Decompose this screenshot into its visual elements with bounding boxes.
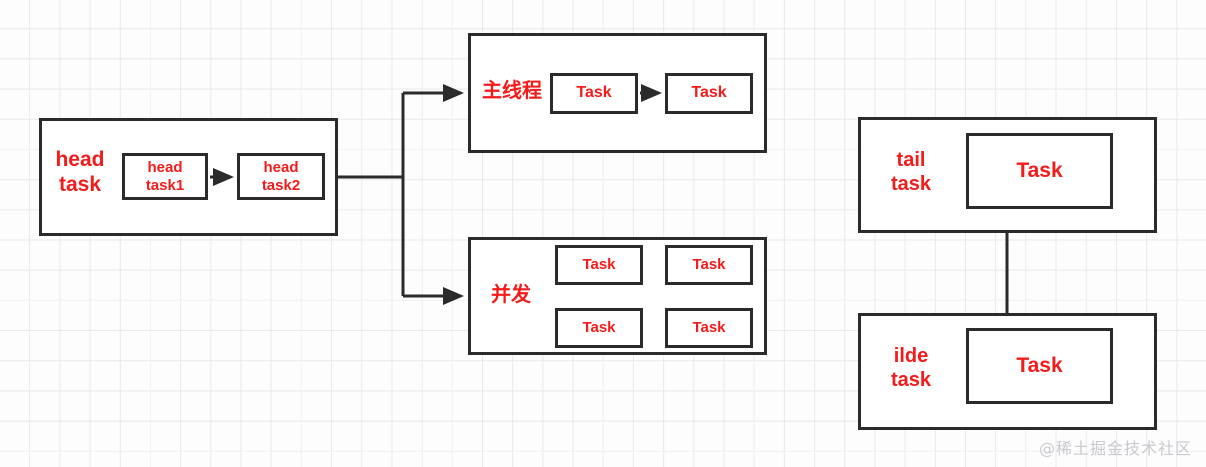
concurrency-label: 并发 [491, 284, 531, 306]
main-thread-label: 主线程 [482, 80, 542, 102]
concurrency-task-3-box[interactable]: Task [555, 308, 643, 348]
main-thread-task-2-label: Task [691, 84, 727, 102]
head-task1-box[interactable]: head task1 [122, 153, 208, 200]
concurrency-task-4-label: Task [692, 319, 726, 337]
head-task-group-label: head task [55, 148, 105, 197]
head-task1-label: head task1 [145, 159, 185, 194]
idle-task-label: ilde task [890, 345, 932, 391]
idle-task-inner-box[interactable]: Task [966, 328, 1113, 404]
tail-task-label: tail task [890, 149, 932, 195]
concurrency-task-1-box[interactable]: Task [555, 245, 643, 285]
watermark: @稀土掘金技术社区 [1038, 439, 1192, 458]
concurrency-task-1-label: Task [582, 256, 616, 274]
head-task2-label: head task2 [261, 159, 301, 194]
main-thread-task-2-box[interactable]: Task [665, 73, 753, 114]
concurrency-task-2-label: Task [692, 256, 726, 274]
idle-task-inner-label: Task [1016, 353, 1063, 377]
main-thread-task-1-label: Task [576, 84, 612, 102]
concurrency-task-3-label: Task [582, 319, 616, 337]
concurrency-task-4-box[interactable]: Task [665, 308, 753, 348]
tail-task-inner-label: Task [1016, 158, 1063, 182]
main-thread-task-1-box[interactable]: Task [550, 73, 638, 114]
head-task2-box[interactable]: head task2 [237, 153, 325, 200]
concurrency-task-2-box[interactable]: Task [665, 245, 753, 285]
tail-task-inner-box[interactable]: Task [966, 133, 1113, 209]
